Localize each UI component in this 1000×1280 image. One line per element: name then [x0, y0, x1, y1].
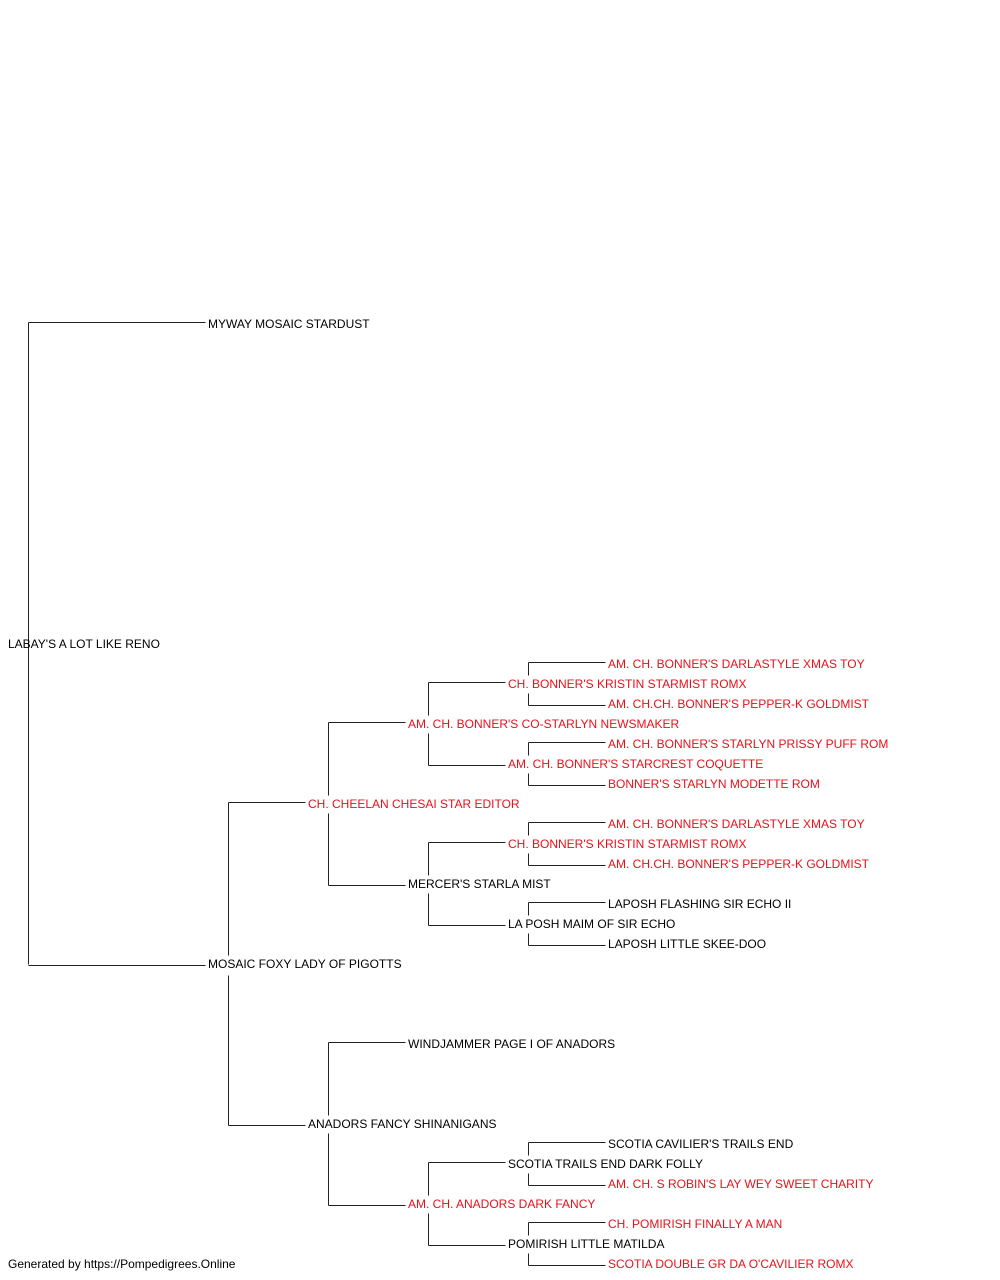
dog-name-ddam-sire: WINDJAMMER PAGE I OF ANADORS [408, 1037, 615, 1051]
dog-name-dsire-sire: AM. CH. BONNER'S CO-STARLYN NEWSMAKER [408, 717, 680, 731]
dog-name-g4-5: SCOTIA TRAILS END DARK FOLLY [508, 1157, 703, 1171]
dog-name-g5-8: LAPOSH LITTLE SKEE-DOO [608, 937, 766, 951]
dog-name-g5-6: AM. CH.CH. BONNER'S PEPPER-K GOLDMIST [608, 857, 870, 871]
dog-name-g5-2: AM. CH.CH. BONNER'S PEPPER-K GOLDMIST [608, 697, 870, 711]
dog-name-sire: MYWAY MOSAIC STARDUST [208, 317, 370, 331]
dog-name-g5-4: BONNER'S STARLYN MODETTE ROM [608, 777, 820, 791]
dog-name-g5-12: SCOTIA DOUBLE GR DA O'CAVILIER ROMX [608, 1257, 853, 1271]
dog-name-ddam-dam: AM. CH. ANADORS DARK FANCY [408, 1197, 595, 1211]
dog-name-g5-3: AM. CH. BONNER'S STARLYN PRISSY PUFF ROM [608, 737, 888, 751]
dog-name-dsire-dam: MERCER'S STARLA MIST [408, 877, 551, 891]
dog-name-g5-7: LAPOSH FLASHING SIR ECHO II [608, 897, 791, 911]
dog-name-g5-9: SCOTIA CAVILIER'S TRAILS END [608, 1137, 794, 1151]
dog-name-subject: LABAY'S A LOT LIKE RENO [8, 637, 160, 651]
dog-name-dam-dam: ANADORS FANCY SHINANIGANS [308, 1117, 496, 1131]
dog-name-g5-11: CH. POMIRISH FINALLY A MAN [608, 1217, 782, 1231]
footer-credit: Generated by https://Pompedigrees.Online [8, 1257, 236, 1271]
dog-name-g4-2: AM. CH. BONNER'S STARCREST COQUETTE [508, 757, 763, 771]
dog-name-g5-5: AM. CH. BONNER'S DARLASTYLE XMAS TOY [608, 817, 865, 831]
dog-name-g4-6: POMIRISH LITTLE MATILDA [508, 1237, 664, 1251]
dog-name-g4-3: CH. BONNER'S KRISTIN STARMIST ROMX [508, 837, 747, 851]
dog-name-g5-10: AM. CH. S ROBIN'S LAY WEY SWEET CHARITY [608, 1177, 873, 1191]
dog-name-g4-1: CH. BONNER'S KRISTIN STARMIST ROMX [508, 677, 747, 691]
dog-name-g5-1: AM. CH. BONNER'S DARLASTYLE XMAS TOY [608, 657, 865, 671]
dog-name-dam: MOSAIC FOXY LADY OF PIGOTTS [208, 957, 402, 971]
dog-name-dam-sire: CH. CHEELAN CHESAI STAR EDITOR [308, 797, 520, 811]
dog-name-g4-4: LA POSH MAIM OF SIR ECHO [508, 917, 675, 931]
